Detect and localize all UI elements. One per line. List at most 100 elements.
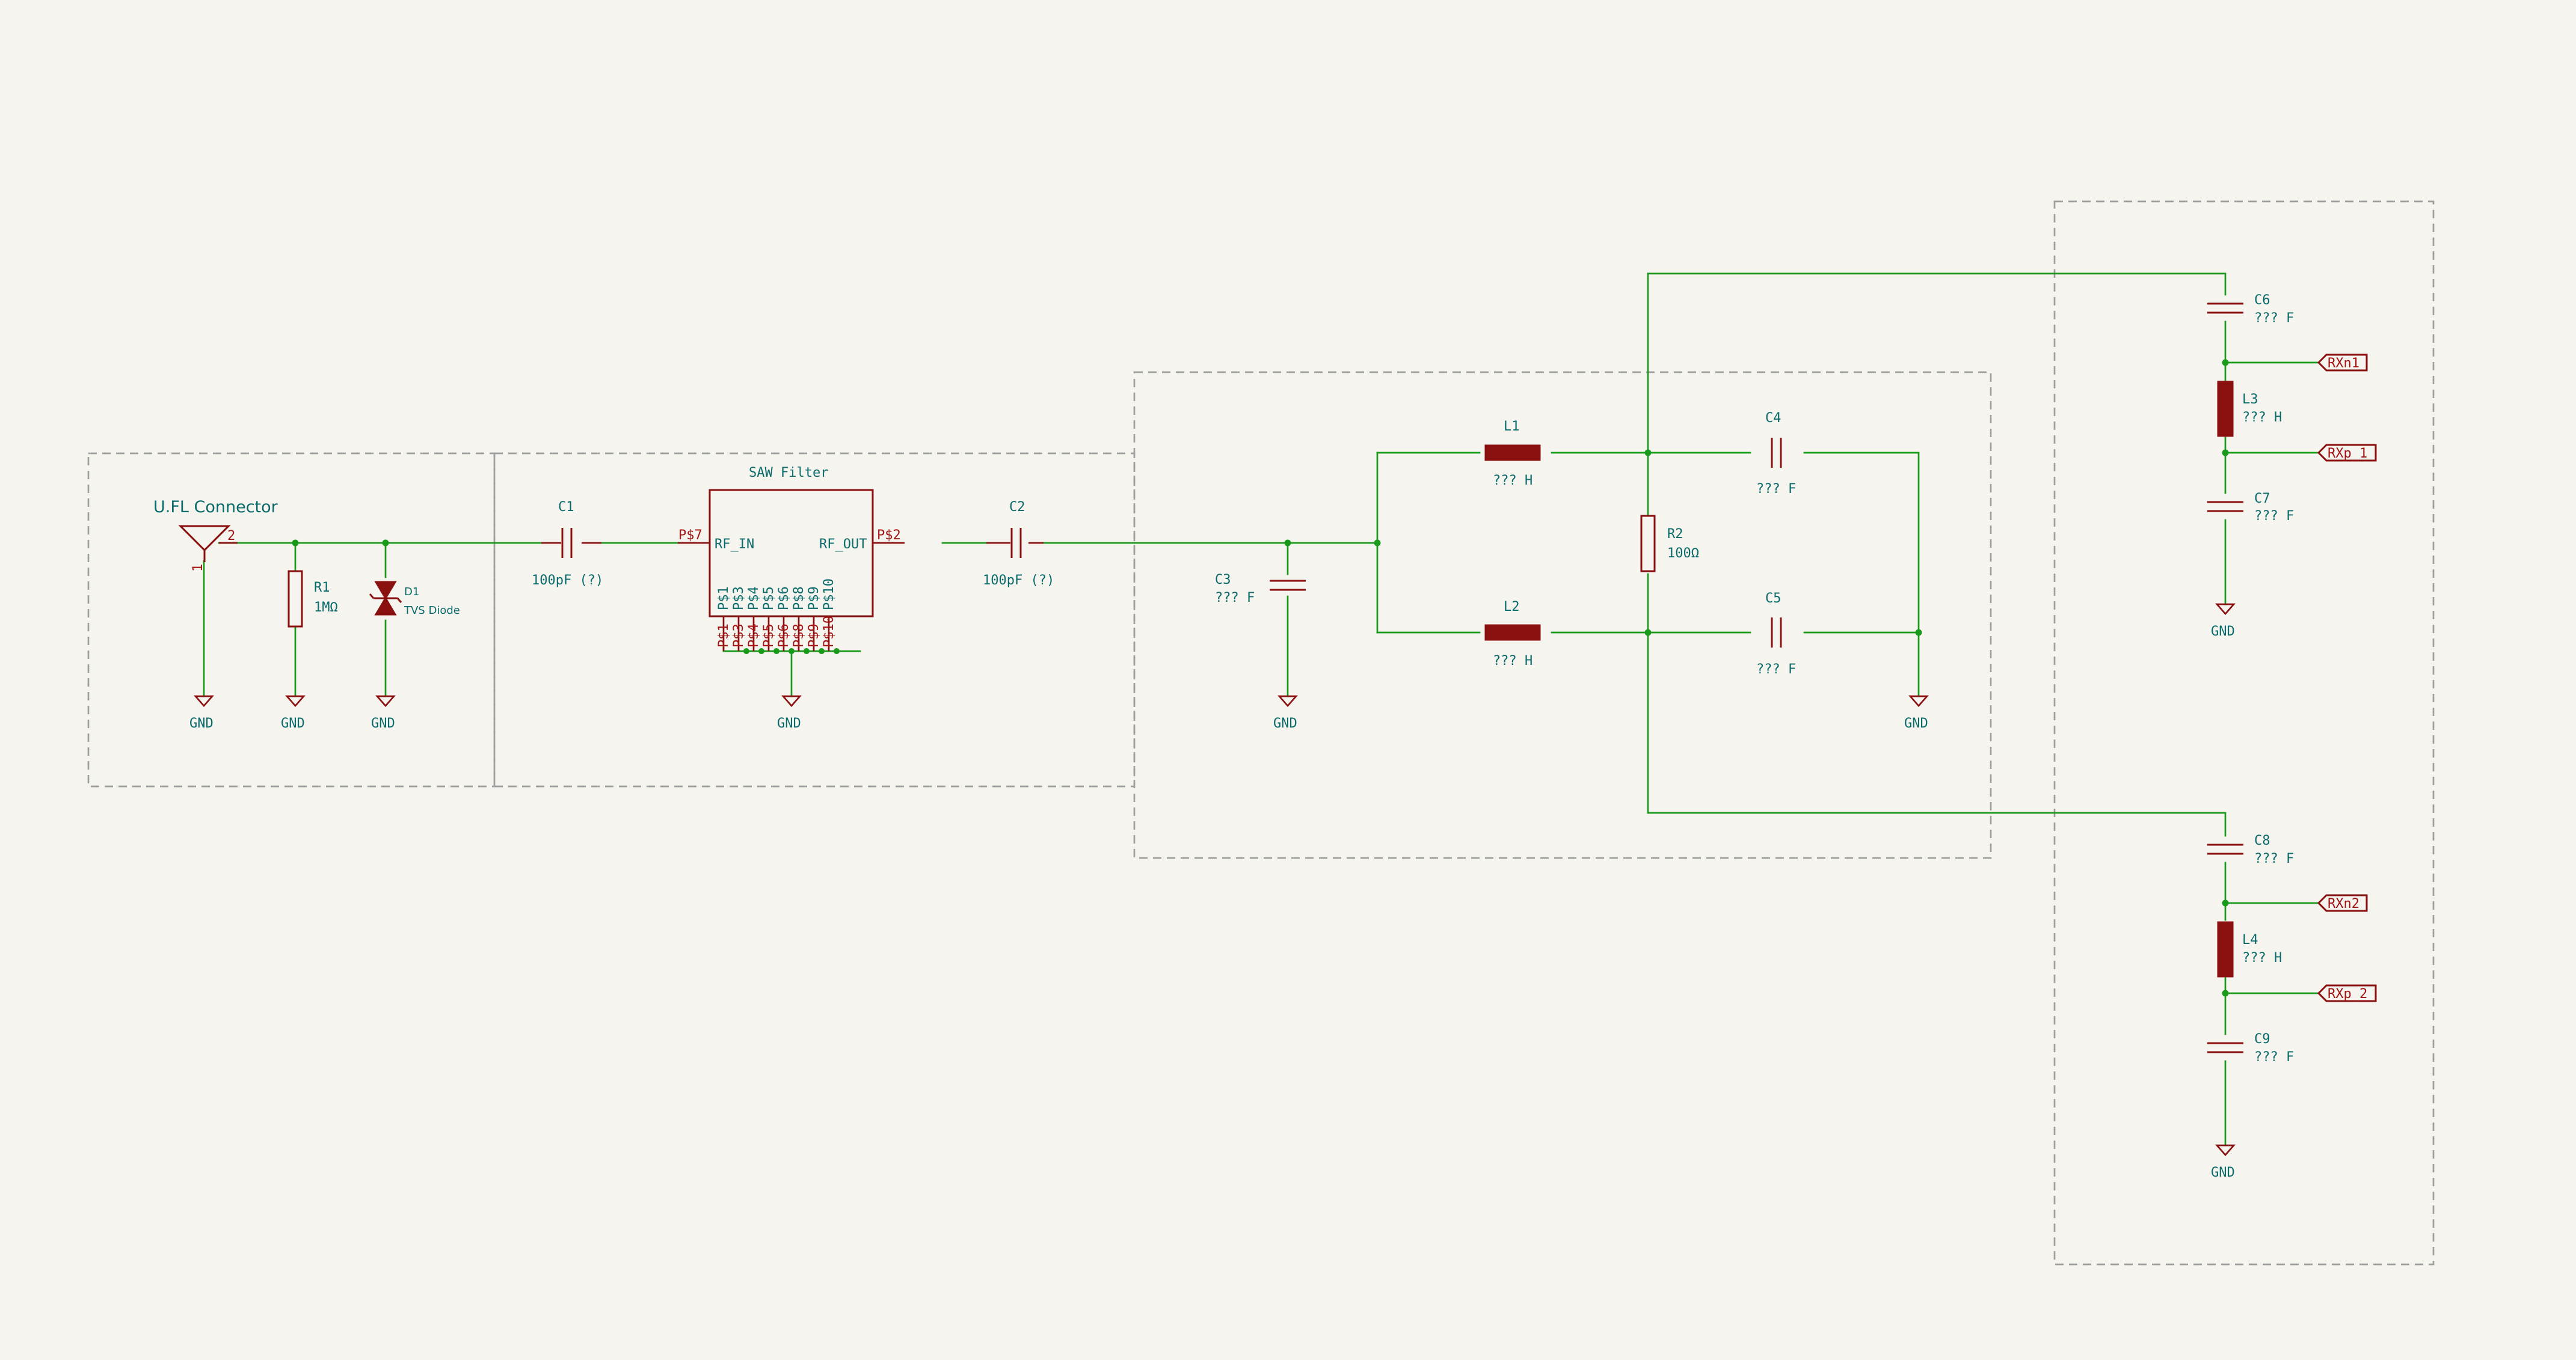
svg-text:100pF (?): 100pF (?) — [532, 573, 603, 588]
net-labels: RXn1 RXp_1 RXn2 RXp_2 — [2317, 354, 2377, 1002]
capacitor-c3[interactable]: C3 ??? F — [1215, 572, 1306, 605]
svg-text:GND: GND — [371, 716, 395, 731]
svg-text:100Ω: 100Ω — [1667, 546, 1699, 561]
svg-text:C1: C1 — [558, 500, 574, 515]
capacitor-c5[interactable]: C5 ??? F — [1756, 591, 1796, 677]
svg-text:C9: C9 — [2254, 1032, 2270, 1047]
saw-pin-label-outer: P$9 — [807, 623, 822, 648]
svg-text:SAW Filter: SAW Filter — [749, 465, 828, 480]
capacitor-c9[interactable]: C9 ??? F — [2207, 1032, 2294, 1065]
gnd-icon: GND — [371, 695, 396, 731]
saw-filter[interactable]: SAW Filter P$7 P$2 RF_IN RF_OUT P$1P$1P$… — [678, 465, 905, 651]
section-frames — [87, 200, 2435, 1266]
svg-text:RXp_1: RXp_1 — [2328, 446, 2367, 461]
gnd-icon: GND — [189, 695, 214, 731]
svg-text:L4: L4 — [2242, 933, 2258, 948]
svg-text:GND: GND — [2211, 1165, 2235, 1180]
gnd-icon: GND — [2211, 603, 2236, 639]
connector-title: U.FL Connector — [153, 498, 278, 516]
capacitor-c7[interactable]: C7 ??? F — [2207, 491, 2294, 524]
saw-pin-label-outer: P$3 — [731, 623, 746, 648]
svg-text:L1: L1 — [1504, 419, 1520, 434]
gnd-icon: GND — [777, 695, 802, 731]
svg-text:P$7: P$7 — [678, 528, 702, 543]
inductor-l1[interactable]: L1 ??? H — [1484, 419, 1541, 488]
svg-text:C4: C4 — [1765, 411, 1781, 426]
antenna-icon — [178, 525, 231, 552]
svg-text:??? F: ??? F — [2254, 311, 2294, 326]
connector-pin2: 2 — [227, 528, 235, 544]
svg-text:D1: D1 — [404, 586, 419, 598]
saw-pin-label-inner: P$1 — [716, 586, 731, 610]
gnd-icon: GND — [1904, 695, 1929, 731]
capacitor-c2[interactable]: C2 100pF (?) — [983, 500, 1054, 588]
capacitor-c4[interactable]: C4 ??? F — [1756, 411, 1796, 497]
tvs-diode-d1[interactable]: D1 TVS Diode — [369, 581, 460, 617]
ground-symbols: GND GND GND GND GND GND GND GND — [189, 603, 2236, 1180]
svg-text:??? F: ??? F — [2254, 851, 2294, 866]
svg-text:??? H: ??? H — [2242, 410, 2282, 425]
svg-text:TVS Diode: TVS Diode — [404, 604, 460, 617]
inductor-l3[interactable]: L3 ??? H — [2217, 381, 2282, 437]
gnd-icon: GND — [1273, 695, 1298, 731]
svg-text:GND: GND — [1273, 716, 1297, 731]
svg-text:RF_OUT: RF_OUT — [819, 537, 867, 552]
saw-pin-label-outer: P$5 — [761, 623, 776, 648]
svg-text:??? H: ??? H — [2242, 951, 2282, 966]
svg-text:C2: C2 — [1009, 500, 1025, 515]
svg-text:P$2: P$2 — [877, 528, 901, 543]
svg-text:GND: GND — [1904, 716, 1928, 731]
saw-pin-label-outer: P$4 — [746, 623, 761, 648]
ufl-connector[interactable]: U.FL Connector 2 1 — [153, 498, 278, 572]
net-label-rxn2[interactable]: RXn2 — [2317, 894, 2368, 912]
svg-text:GND: GND — [777, 716, 801, 731]
saw-pin-label-inner: P$8 — [792, 586, 807, 610]
svg-text:??? F: ??? F — [1215, 590, 1255, 605]
saw-pin-label-inner: P$5 — [761, 586, 776, 610]
svg-text:C8: C8 — [2254, 833, 2270, 848]
svg-text:??? F: ??? F — [1756, 482, 1796, 497]
inductor-l2[interactable]: L2 ??? H — [1484, 599, 1541, 669]
svg-text:L3: L3 — [2242, 392, 2258, 407]
svg-text:C7: C7 — [2254, 491, 2270, 506]
svg-text:1MΩ: 1MΩ — [314, 600, 338, 615]
svg-text:??? F: ??? F — [2254, 509, 2294, 524]
svg-text:??? H: ??? H — [1493, 654, 1532, 669]
saw-pin-label-inner: P$4 — [746, 586, 761, 610]
svg-text:100pF (?): 100pF (?) — [983, 573, 1054, 588]
wires — [203, 272, 2320, 1147]
frame-receiver — [2053, 200, 2435, 1266]
net-label-rxn1[interactable]: RXn1 — [2317, 354, 2368, 372]
capacitor-c1[interactable]: C1 100pF (?) — [532, 500, 603, 588]
saw-pin-label-inner: P$10 — [822, 578, 837, 610]
svg-text:RXp_2: RXp_2 — [2328, 987, 2367, 1002]
svg-text:L2: L2 — [1504, 599, 1520, 614]
svg-text:RXn2: RXn2 — [2328, 896, 2359, 911]
saw-pin-label-outer: P$6 — [776, 623, 792, 648]
saw-pin-label-outer: P$10 — [822, 616, 837, 648]
svg-text:??? F: ??? F — [2254, 1050, 2294, 1065]
saw-pin-label-inner: P$6 — [776, 586, 792, 610]
resistor-r1[interactable]: R1 1MΩ — [287, 570, 338, 628]
saw-pin-label-inner: P$3 — [731, 586, 746, 610]
saw-pin-label-inner: P$9 — [807, 586, 822, 610]
net-label-rxp2[interactable]: RXp_2 — [2317, 984, 2377, 1002]
resistor-r2[interactable]: R2 100Ω — [1640, 515, 1699, 572]
capacitor-c6[interactable]: C6 ??? F — [2207, 293, 2294, 326]
connector-pin1: 1 — [191, 564, 206, 572]
svg-text:GND: GND — [2211, 624, 2235, 639]
svg-text:C3: C3 — [1215, 572, 1231, 587]
inductor-l4[interactable]: L4 ??? H — [2217, 921, 2282, 978]
gnd-icon: GND — [2211, 1144, 2236, 1180]
saw-pin-label-outer: P$8 — [792, 623, 807, 648]
svg-text:C5: C5 — [1765, 591, 1781, 606]
svg-text:GND: GND — [281, 716, 305, 731]
svg-text:R2: R2 — [1667, 527, 1683, 542]
capacitor-c8[interactable]: C8 ??? F — [2207, 833, 2294, 866]
net-label-rxp1[interactable]: RXp_1 — [2317, 444, 2377, 462]
saw-pin-label-outer: P$1 — [716, 623, 731, 648]
svg-text:RF_IN: RF_IN — [715, 537, 754, 552]
svg-text:C6: C6 — [2254, 293, 2270, 308]
svg-text:RXn1: RXn1 — [2328, 356, 2359, 371]
